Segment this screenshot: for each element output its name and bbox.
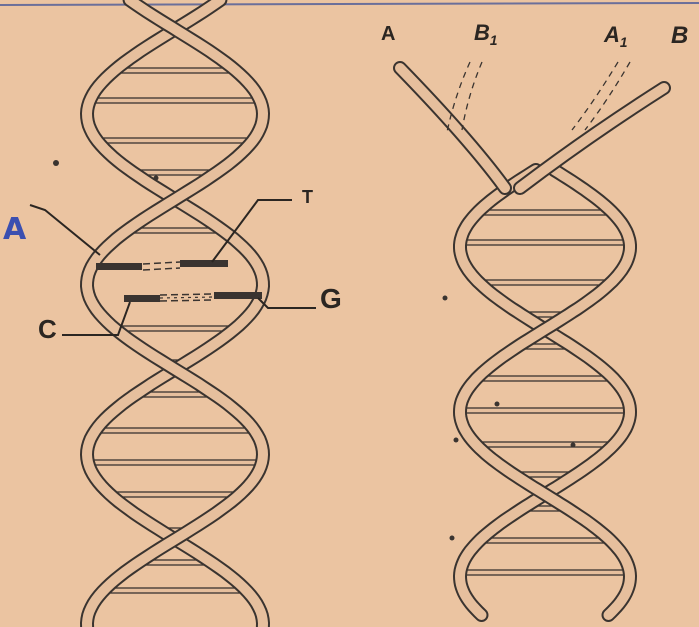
- base-pair-rung: [101, 138, 250, 143]
- hydrogen-bond-line: [143, 268, 180, 270]
- base-pair-rung: [482, 210, 608, 215]
- base-pair-rung: [92, 460, 258, 465]
- base-pair-rung: [480, 442, 611, 447]
- base-pair-rung: [464, 240, 625, 245]
- base-pair-rung: [484, 538, 606, 543]
- label-strand-a: A: [381, 24, 395, 44]
- label-leaders: [30, 200, 316, 335]
- ink-dot: [495, 402, 500, 407]
- base-pair-rung: [108, 588, 242, 593]
- label-letter: B: [474, 20, 490, 45]
- sugar-phosphate-strand: [87, 0, 263, 627]
- base-pair-rung: [118, 326, 232, 331]
- ink-dot: [454, 438, 459, 443]
- base-pair-c-g: [124, 292, 262, 302]
- base-pair-rung: [94, 98, 256, 103]
- base-pair-a-t: [96, 260, 228, 270]
- base-g-bar: [214, 292, 262, 299]
- base-pair-rung: [114, 492, 237, 497]
- right-double-helix: [400, 68, 664, 615]
- hydrogen-bond-line: [160, 300, 214, 301]
- base-a-bar: [96, 263, 142, 270]
- base-pair-rung: [464, 570, 625, 575]
- label-strand-a1: A1: [604, 24, 627, 49]
- base-c-bar: [124, 295, 160, 302]
- base-pair-rung: [481, 376, 609, 381]
- base-pair-rung: [464, 408, 626, 413]
- leader-left-a: [30, 205, 100, 255]
- ink-marks: [53, 160, 576, 541]
- label-base-t: T: [302, 188, 313, 206]
- ink-dot: [53, 160, 59, 166]
- ink-dot: [443, 296, 448, 301]
- ink-dot: [450, 536, 455, 541]
- base-pair-rung: [132, 228, 219, 233]
- strand-core: [460, 170, 630, 615]
- hydrogen-bond-line: [160, 297, 214, 298]
- base-pair-rung: [482, 280, 607, 285]
- label-subscript: 1: [620, 35, 628, 50]
- label-subscript: 1: [490, 33, 498, 48]
- strand-core: [460, 170, 630, 615]
- ink-dot: [154, 176, 159, 181]
- page-top-border: [0, 3, 699, 5]
- label-strand-b1: B1: [474, 22, 497, 47]
- label-base-c: C: [38, 316, 57, 342]
- base-t-bar: [180, 260, 228, 267]
- sugar-phosphate-strand: [460, 170, 630, 615]
- label-letter: A: [604, 22, 620, 47]
- strand-core: [400, 68, 505, 188]
- ink-dot: [571, 443, 576, 448]
- base-pair-rung: [119, 68, 231, 73]
- label-base-g: G: [320, 285, 342, 313]
- left-double-helix: [87, 0, 263, 627]
- base-pair-rung: [100, 428, 251, 433]
- hydrogen-bond-line: [160, 294, 214, 295]
- label-base-a: A: [3, 215, 26, 245]
- label-strand-b: B: [671, 24, 688, 48]
- hydrogen-bond-line: [143, 262, 180, 264]
- sugar-phosphate-strand: [460, 170, 630, 615]
